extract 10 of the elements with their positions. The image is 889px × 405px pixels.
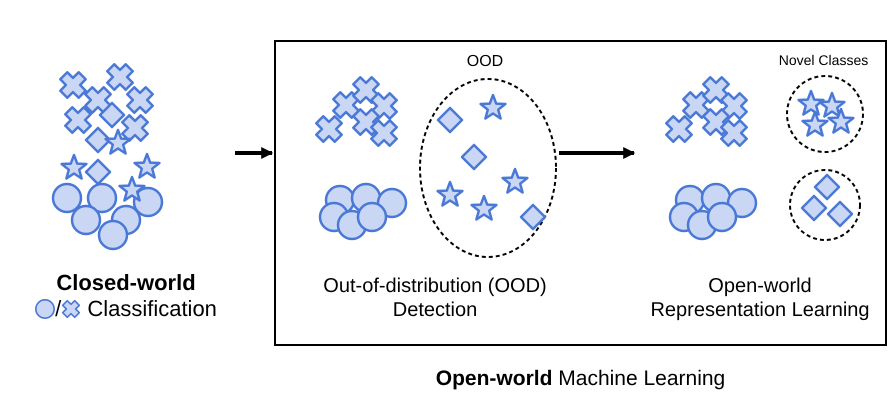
- arrow: [559, 147, 636, 159]
- diagram-caption: Open-world Machine Learning: [434, 366, 726, 392]
- cluster-label: Novel Classes: [778, 52, 870, 69]
- method-label: Open-world Representation Learning: [649, 274, 871, 322]
- category-label: Classification: [87, 296, 217, 322]
- separator-slash: /: [55, 296, 62, 322]
- arrow: [235, 147, 274, 159]
- ellipse-label: OOD: [466, 52, 504, 72]
- category-heading: Closed-world: [55, 270, 197, 296]
- method-label: Out-of-distribution (OOD) Detection: [322, 274, 548, 322]
